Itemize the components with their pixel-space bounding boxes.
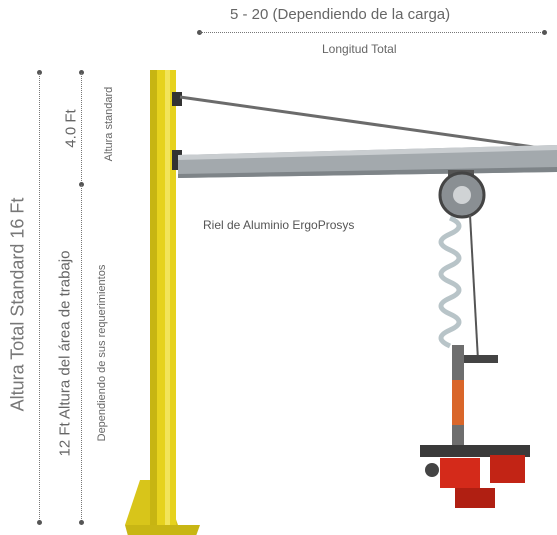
tie-rod (179, 95, 556, 152)
work-dot-mid (79, 182, 84, 187)
length-label-text: Longitud Total (322, 42, 397, 56)
gripper-red-block-right (490, 455, 525, 483)
hoist-cable (469, 214, 479, 361)
top-section-line (81, 73, 82, 183)
rail-bracket (172, 150, 182, 170)
balancer-hub (453, 186, 471, 204)
total-height-dot-bottom (37, 520, 42, 525)
coiled-hose (438, 215, 462, 349)
work-dot-top (79, 70, 84, 75)
length-range-text: 5 - 20 (Dependiendo de la carga) (230, 6, 451, 23)
total-height-dot-top (37, 70, 42, 75)
work-area-line (81, 185, 82, 523)
rail-label: Riel de Aluminio ErgoProsys (203, 218, 355, 232)
length-dot-right (542, 30, 547, 35)
gripper-red-block-left (440, 458, 480, 488)
manipulator-handle (464, 355, 498, 363)
crane-post-highlight (165, 70, 170, 525)
total-height-line (39, 73, 40, 523)
gripper-base (455, 488, 495, 508)
crane-post-shade (150, 70, 157, 525)
work-dot-bottom (79, 520, 84, 525)
length-dimension-line (200, 32, 545, 33)
aluminum-rail-bottom (178, 167, 557, 178)
gripper-knob (425, 463, 439, 477)
manipulator-cylinder (452, 380, 464, 425)
tie-bracket (172, 92, 182, 106)
length-dot-left (197, 30, 202, 35)
crane-base-plate (125, 525, 200, 535)
aluminum-rail-top (178, 145, 557, 160)
gripper-frame (420, 445, 530, 457)
